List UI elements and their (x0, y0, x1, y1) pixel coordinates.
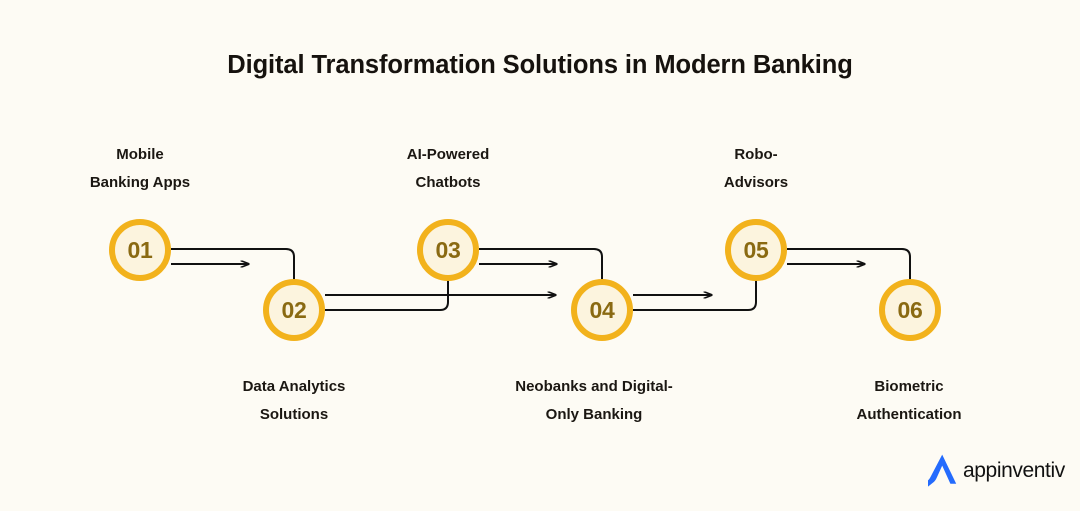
step-label-02: Data Analytics Solutions (204, 373, 384, 429)
step-label-01-line1: Mobile (116, 146, 164, 163)
connector-05-to-06 (787, 248, 911, 280)
step-node-02[interactable]: 02 (263, 279, 325, 341)
brand-logo[interactable]: appinventiv (925, 452, 1065, 488)
connector-02-to-03 (325, 280, 449, 311)
step-label-06: Biometric Authentication (819, 373, 999, 429)
step-node-06[interactable]: 06 (879, 279, 941, 341)
step-node-04[interactable]: 04 (571, 279, 633, 341)
step-label-05: Robo- Advisors (666, 141, 846, 197)
step-label-04-line2: Only Banking (545, 406, 643, 423)
connector-04-to-05 (633, 280, 757, 311)
step-label-04: Neobanks and Digital- Only Banking (474, 373, 714, 429)
page-title: Digital Transformation Solutions in Mode… (227, 51, 853, 79)
step-label-03-line2: Chatbots (415, 174, 481, 191)
step-number-06: 06 (897, 296, 923, 323)
step-label-01-line2: Banking Apps (89, 174, 191, 191)
step-number-03: 03 (435, 236, 461, 263)
step-label-02-line2: Solutions (259, 406, 329, 423)
step-label-02-line1: Data Analytics (242, 378, 346, 395)
step-number-02: 02 (281, 296, 307, 323)
step-label-03: AI-Powered Chatbots (358, 141, 538, 197)
step-label-06-line2: Authentication (856, 406, 962, 423)
step-number-05: 05 (743, 236, 769, 263)
step-label-05-line2: Advisors (723, 174, 789, 191)
appinventiv-a-mark-icon (928, 454, 957, 487)
step-label-01: Mobile Banking Apps (40, 141, 240, 197)
connector-01-to-02 (171, 248, 295, 280)
step-label-03-line1: AI-Powered (406, 146, 490, 163)
step-label-05-line1: Robo- (734, 146, 778, 163)
step-label-06-line1: Biometric (874, 378, 944, 395)
step-number-01: 01 (127, 236, 153, 263)
connector-03-to-04 (479, 248, 603, 280)
brand-wordmark: appinventiv (963, 458, 1065, 482)
step-label-04-line1: Neobanks and Digital- (515, 378, 673, 395)
step-node-01[interactable]: 01 (109, 219, 171, 281)
step-node-05[interactable]: 05 (725, 219, 787, 281)
step-number-04: 04 (589, 296, 615, 323)
step-node-03[interactable]: 03 (417, 219, 479, 281)
